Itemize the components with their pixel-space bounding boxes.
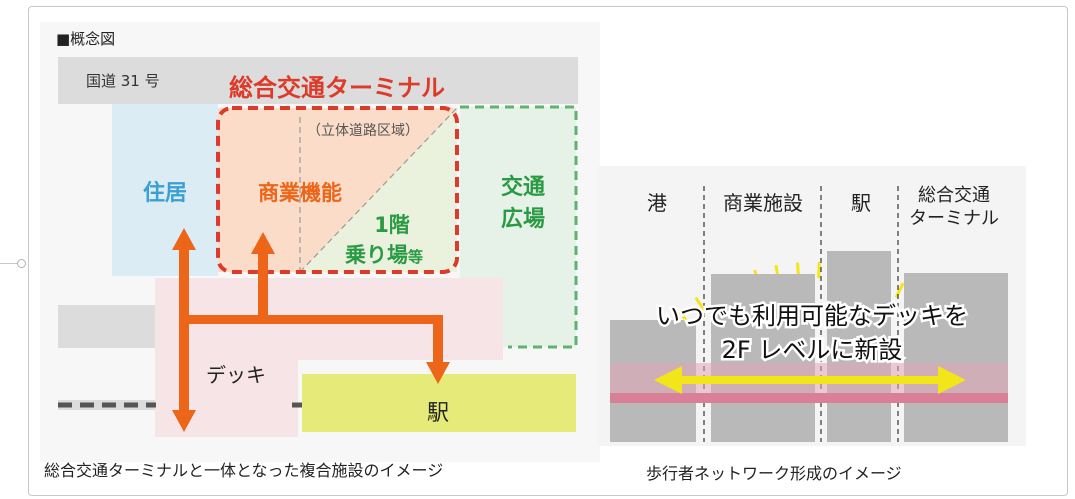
boarding-line1: 1階	[374, 213, 410, 237]
national-road	[58, 57, 578, 104]
column-port: 港	[647, 191, 667, 215]
diagram-heading: ■概念図	[56, 30, 115, 48]
sun-ray	[817, 262, 821, 279]
arrow-shaft-deck	[184, 315, 438, 324]
deck-double-arrow	[654, 366, 966, 394]
overpass-note: （立体道路区域）	[307, 123, 419, 139]
terminal-outline	[216, 106, 459, 274]
plaza-line2: 広場	[501, 206, 545, 232]
image-frame	[28, 6, 1068, 496]
deck-label: デッキ	[206, 363, 266, 387]
column-terminal-line2: ターミナル	[909, 208, 999, 229]
arrow-shaft-station	[433, 315, 443, 365]
svg-text:乗り場等: 乗り場等	[345, 243, 423, 267]
building-commerce	[711, 274, 815, 442]
left-caption: 総合交通ターミナルと一体となった複合施設のイメージ	[44, 461, 444, 480]
commerce-label: 商業機能	[258, 181, 342, 205]
arrowhead-station	[426, 362, 450, 384]
deck-level-line	[610, 393, 1008, 403]
plaza-line1: 交通	[501, 174, 545, 200]
arrowhead-down-left	[172, 410, 196, 432]
column-station: 駅	[851, 191, 871, 215]
overpass-diagonal	[299, 107, 458, 273]
arrow-shaft-commerce	[258, 248, 268, 320]
sun-ray	[894, 282, 905, 299]
residence-label: 住居	[143, 180, 187, 206]
traffic-plaza-outline	[460, 105, 578, 349]
national-road-label: 国道 31 号	[86, 72, 160, 90]
building-station	[827, 251, 891, 442]
terminal-title: 総合交通ターミナル	[229, 74, 445, 102]
pedestrian-network-diagram: 港 商業施設 駅 総合交通 ターミナル いつでも利用可能なデッキを 2F レベル…	[598, 166, 1026, 446]
concept-diagram: ■概念図 国道 31 号 住居 交通 広場 デッキ 駅 総合交通ターミナル （立…	[56, 30, 578, 437]
building-terminal	[904, 273, 1008, 442]
connector-handle[interactable]	[17, 259, 26, 268]
station-block	[302, 374, 576, 432]
side-road-block	[58, 305, 158, 348]
boarding-suffix: 等	[408, 248, 423, 266]
sun-ray	[694, 296, 706, 312]
deck-text-line2: 2F レベルに新設	[722, 336, 903, 364]
deck-text-line1: いつでも利用可能なデッキを	[656, 302, 968, 330]
arrow-shaft-residence	[179, 244, 189, 416]
arrowhead-commerce	[251, 232, 275, 254]
right-caption: 歩行者ネットワーク形成のイメージ	[646, 464, 902, 483]
station-label: 駅	[427, 401, 449, 426]
connector-line	[0, 263, 22, 264]
arrowhead-residence	[172, 228, 196, 250]
column-commerce: 商業施設	[723, 191, 803, 215]
deck-arrows	[172, 228, 450, 432]
column-terminal-line1: 総合交通	[918, 185, 990, 206]
boarding-line2: 乗り場	[345, 243, 408, 267]
residence-block	[112, 104, 218, 276]
